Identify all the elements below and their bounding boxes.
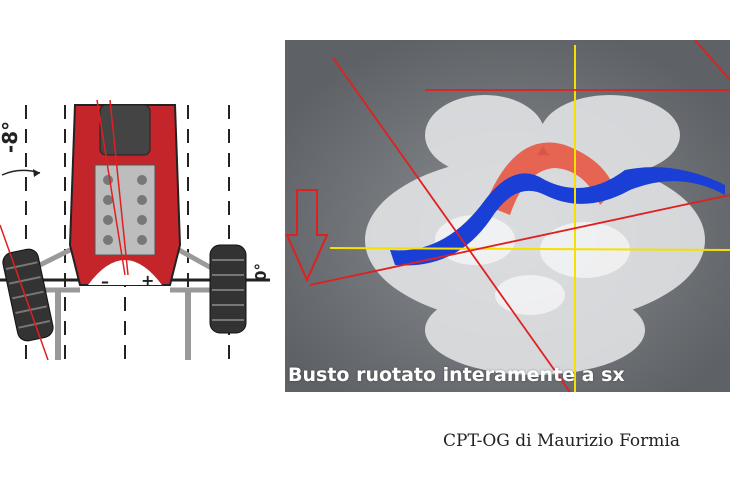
engine-cylinders xyxy=(103,175,147,245)
camber-diagram: -8° 0° – + xyxy=(0,95,285,370)
down-arrow-icon xyxy=(285,189,329,283)
right-wheel xyxy=(209,244,247,334)
red-guides xyxy=(0,99,129,361)
yellow-guides xyxy=(329,45,730,392)
camber-label-zero: 0° xyxy=(251,263,270,281)
camber-diagram-drawing xyxy=(0,99,270,365)
spine-band xyxy=(390,167,725,266)
camber-label-negative: -8° xyxy=(0,120,23,154)
sign-minus: – xyxy=(101,272,109,291)
left-wheel xyxy=(2,248,54,342)
sign-plus: + xyxy=(141,271,155,290)
red-guides-right xyxy=(309,40,730,392)
torso-drawing xyxy=(285,40,730,392)
torso-rotation-image: Busto ruotato interamente a sx xyxy=(285,40,730,392)
rib-highlight xyxy=(485,142,615,215)
car-seat xyxy=(99,104,151,156)
author-credit: CPT-OG di Maurizio Formia xyxy=(443,431,680,451)
torso-caption: Busto ruotato interamente a sx xyxy=(288,364,625,386)
